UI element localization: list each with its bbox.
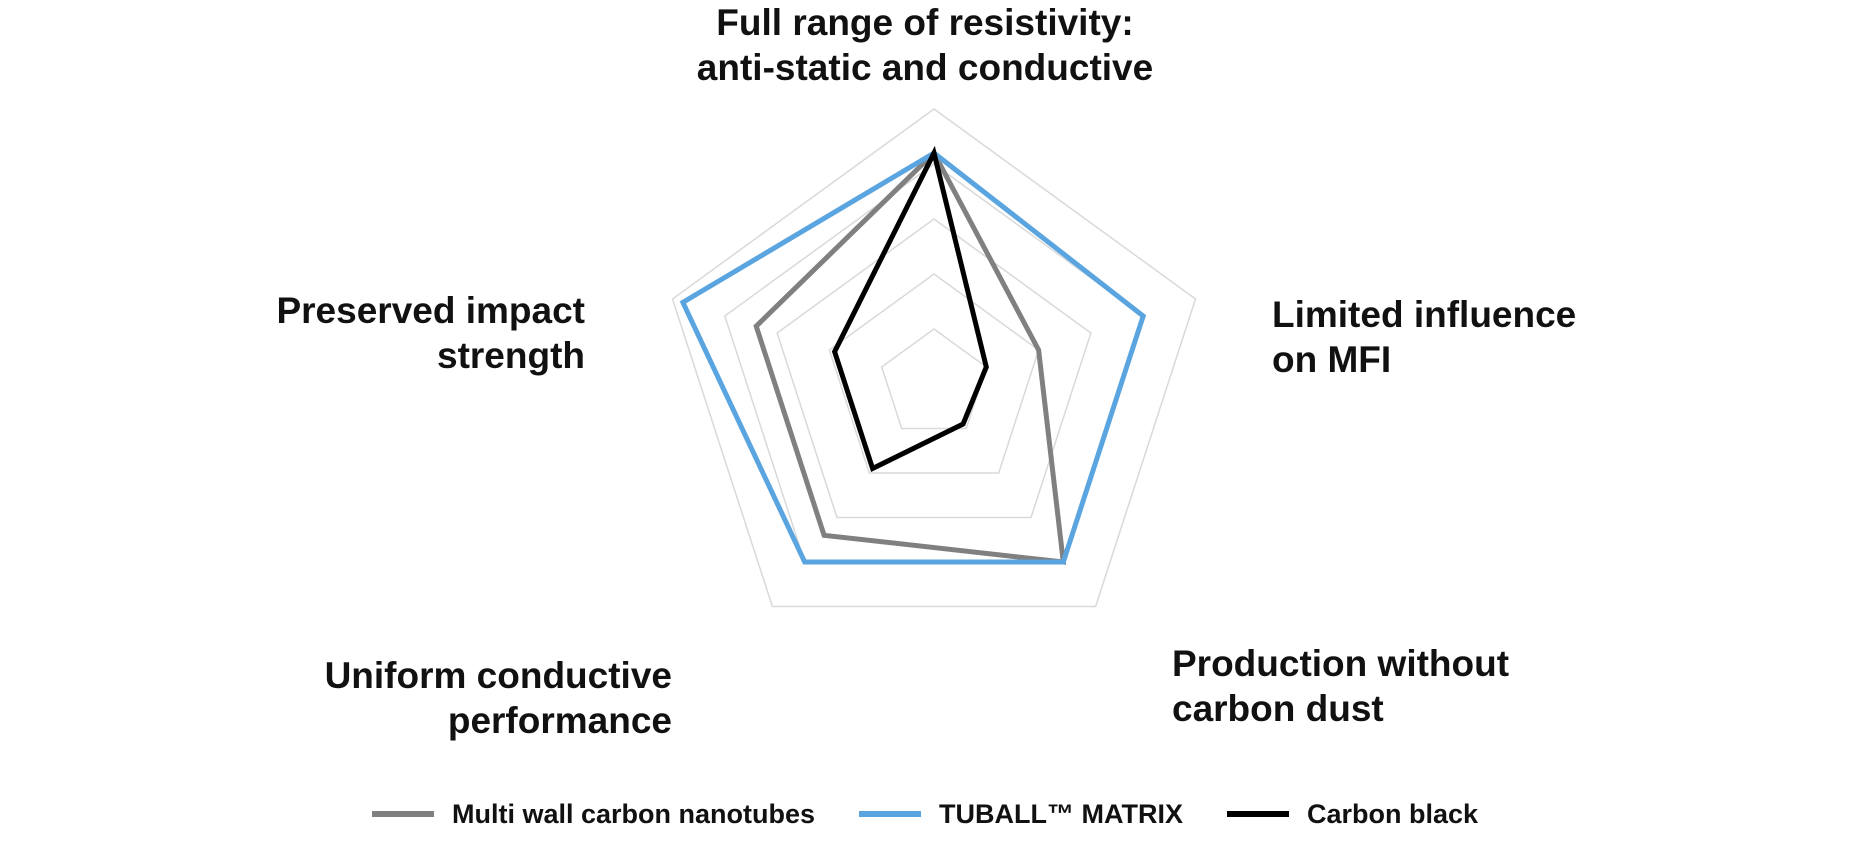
radar-grid	[671, 108, 1197, 608]
legend-swatch-carbon-black	[1226, 811, 1289, 817]
legend-label-tuball: TUBALL™ MATRIX	[939, 798, 1183, 829]
series-carbon-black	[831, 145, 989, 473]
grid-ring-5	[671, 108, 1197, 608]
legend-label-carbon-black: Carbon black	[1306, 798, 1479, 829]
radar-series	[679, 145, 1147, 565]
axis-label-resistivity: Full range of resistivity: anti-static a…	[696, 2, 1154, 88]
legend-item-carbon-black: Carbon black	[1226, 798, 1479, 830]
series-tuball	[679, 149, 1147, 565]
legend-label-mwcnt: Multi wall carbon nanotubes	[451, 798, 815, 829]
axis-label-uniform-performance: Uniform conductive performance	[324, 655, 672, 741]
series-line-carbon-black	[831, 145, 989, 473]
axis-label-carbon-dust: Production without carbon dust	[1172, 643, 1510, 729]
axis-label-impact-strength: Preserved impact strength	[276, 290, 585, 376]
series-mwcnt	[753, 148, 1067, 565]
legend-swatch-tuball	[859, 811, 921, 817]
grid-ring-2	[828, 273, 1040, 474]
series-line-mwcnt	[753, 148, 1067, 565]
chart-legend: Multi wall carbon nanotubes TUBALL™ MATR…	[0, 790, 1850, 838]
legend-item-mwcnt: Multi wall carbon nanotubes	[371, 798, 815, 830]
axis-label-mfi: Limited influence on MFI	[1272, 294, 1577, 380]
series-line-tuball	[679, 149, 1147, 565]
legend-item-tuball: TUBALL™ MATRIX	[859, 799, 1183, 830]
legend-swatch-mwcnt	[371, 811, 434, 817]
grid-ring-1	[880, 328, 988, 430]
grid-ring-3	[776, 218, 1092, 519]
